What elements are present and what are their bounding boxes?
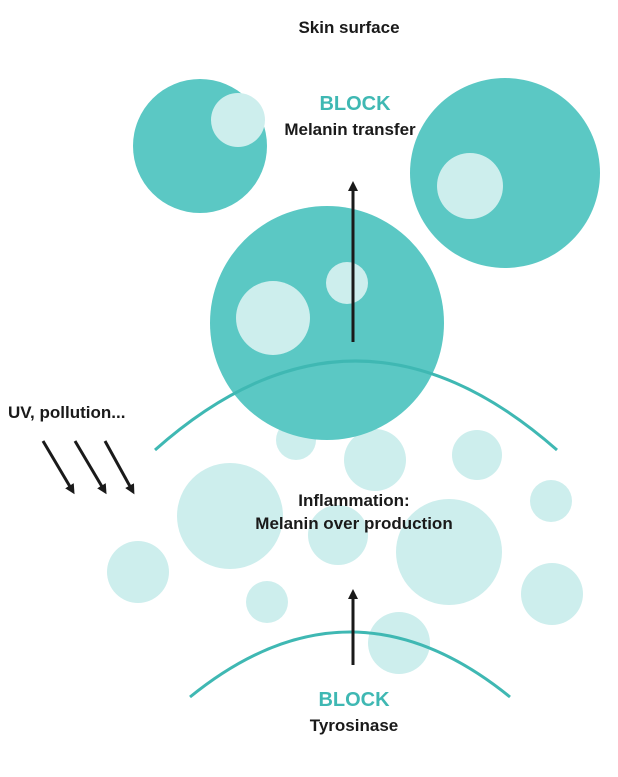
skin-surface-label: Skin surface — [298, 18, 399, 37]
melanin-particle — [308, 505, 368, 565]
melanin-particle — [437, 153, 503, 219]
melanin-particle — [236, 281, 310, 355]
melanosome-center — [210, 206, 444, 440]
uv-arrow — [73, 440, 107, 495]
block-bottom-heading: BLOCK — [318, 689, 390, 711]
center-label-line1: Inflammation: — [298, 491, 409, 510]
melanin-particle — [452, 430, 502, 480]
melanin-particles — [107, 420, 583, 674]
melanin-particle — [326, 262, 368, 304]
melanin-particle — [177, 463, 283, 569]
melanosomes — [133, 78, 600, 440]
uv-arrow — [103, 440, 135, 495]
uv-arrow — [41, 440, 75, 495]
block-top-text: Melanin transfer — [284, 120, 416, 139]
block-bottom-text: Tyrosinase — [310, 716, 399, 735]
block-top-heading: BLOCK — [319, 93, 391, 115]
melanin-particle — [521, 563, 583, 625]
melanin-particle — [396, 499, 502, 605]
melanosome-top-right — [410, 78, 600, 268]
cell-membrane-arc — [154, 359, 558, 452]
melanin-particle — [530, 480, 572, 522]
nucleus-membrane-arc — [189, 630, 511, 699]
melanin-particle — [344, 429, 406, 491]
center-label-line2: Melanin over production — [255, 514, 452, 533]
melanin-particle — [107, 541, 169, 603]
trigger-label: UV, pollution... — [8, 403, 125, 422]
melanin-particle — [368, 612, 430, 674]
melanin-particle — [211, 93, 265, 147]
melanin-particle — [246, 581, 288, 623]
